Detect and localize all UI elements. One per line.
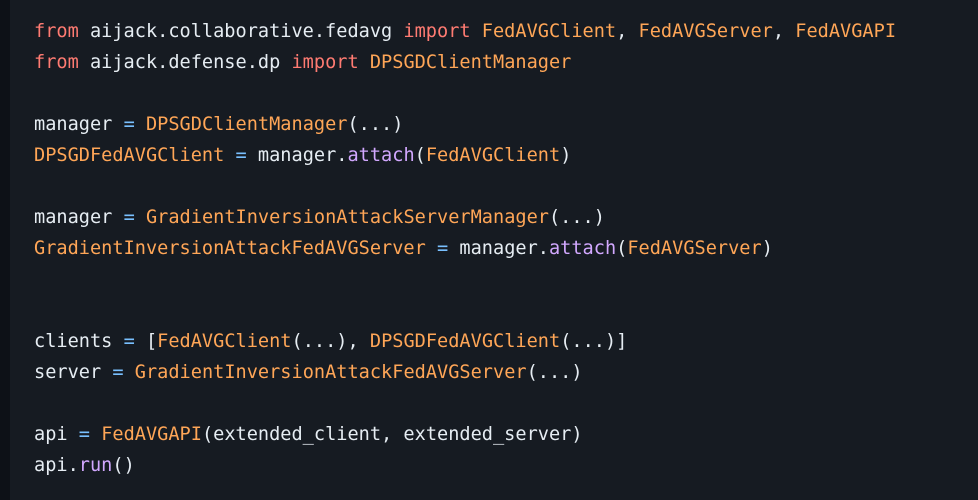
code-text	[135, 114, 146, 135]
code-function-call: attach	[548, 238, 617, 259]
code-text	[135, 207, 146, 228]
code-text	[124, 362, 135, 383]
code-keyword: import	[403, 21, 471, 42]
code-line-3	[34, 78, 978, 109]
code-text: (...),	[291, 331, 370, 352]
code-block[interactable]: from aijack.collaborative.fedavg import …	[10, 0, 978, 500]
code-text: ,	[772, 21, 796, 42]
code-class-name: FedAVGClient	[425, 145, 561, 166]
code-line-7: manager = GradientInversionAttackServerM…	[34, 202, 978, 233]
code-line-5: DPSGDFedAVGClient = manager.attach(FedAV…	[34, 140, 978, 171]
code-line-6	[34, 171, 978, 202]
code-class-name: DPSGDClientManager	[145, 114, 348, 135]
code-text: (extended_client, extended_server)	[201, 424, 583, 445]
code-text: api.	[34, 455, 79, 476]
code-operator: =	[123, 114, 135, 135]
code-line-13	[34, 388, 978, 419]
code-class-name: FedAVGClient	[157, 331, 292, 352]
code-text: (...)	[347, 114, 404, 135]
code-text: (	[616, 238, 628, 259]
code-class-name: FedAVGAPI	[795, 21, 897, 42]
code-operator: =	[112, 362, 124, 383]
code-class-name: FedAVGClient	[481, 21, 617, 42]
code-text	[471, 21, 482, 42]
code-text	[224, 145, 235, 166]
code-operator: =	[235, 145, 247, 166]
code-text: (...)	[548, 207, 605, 228]
code-text	[426, 238, 437, 259]
code-class-name: GradientInversionAttackFedAVGServer	[34, 238, 426, 259]
code-text: manager	[34, 207, 124, 228]
code-line-11: clients = [FedAVGClient(...), DPSGDFedAV…	[34, 326, 978, 357]
code-line-10	[34, 295, 978, 326]
code-text: aijack.collaborative.fedavg	[78, 21, 404, 42]
code-text: (	[414, 145, 426, 166]
code-class-name: FedAVGServer	[638, 21, 773, 42]
code-line-2: from aijack.defense.dp import DPSGDClien…	[34, 47, 978, 78]
code-text: ,	[616, 21, 639, 42]
code-text: aijack.defense.dp	[78, 52, 292, 73]
code-class-name: DPSGDFedAVGClient	[34, 145, 225, 166]
code-line-15: api.run()	[34, 450, 978, 481]
code-text: )	[761, 238, 773, 259]
code-class-name: GradientInversionAttackServerManager	[145, 207, 549, 228]
code-text: manager.	[246, 145, 348, 166]
code-text: (...)]	[560, 331, 628, 352]
code-text: api	[34, 424, 79, 445]
code-text	[359, 52, 370, 73]
code-function-call: attach	[347, 145, 415, 166]
code-keyword: from	[34, 21, 79, 42]
code-text: (...)	[526, 362, 583, 383]
code-keyword: import	[291, 52, 359, 73]
code-text: manager.	[448, 238, 549, 259]
code-text: ()	[112, 455, 135, 476]
code-text: server	[34, 362, 113, 383]
code-class-name: DPSGDClientManager	[369, 52, 572, 73]
code-line-14: api = FedAVGAPI(extended_client, extende…	[34, 419, 978, 450]
code-line-1: from aijack.collaborative.fedavg import …	[34, 16, 978, 47]
code-line-4: manager = DPSGDClientManager(...)	[34, 109, 978, 140]
code-class-name: GradientInversionAttackFedAVGServer	[134, 362, 527, 383]
code-text: manager	[34, 114, 124, 135]
code-text: clients	[34, 331, 124, 352]
code-class-name: FedAVGAPI	[101, 424, 202, 445]
code-text: [	[134, 331, 158, 352]
code-operator: =	[437, 238, 449, 259]
code-text: )	[560, 145, 572, 166]
code-class-name: FedAVGServer	[627, 238, 762, 259]
code-operator: =	[123, 331, 135, 352]
code-class-name: DPSGDFedAVGClient	[369, 331, 561, 352]
code-line-9	[34, 264, 978, 295]
code-line-12: server = GradientInversionAttackFedAVGSe…	[34, 357, 978, 388]
code-keyword: from	[34, 52, 79, 73]
code-function-call: run	[78, 455, 113, 476]
code-operator: =	[78, 424, 90, 445]
code-text	[90, 424, 101, 445]
code-operator: =	[123, 207, 135, 228]
code-listing[interactable]: from aijack.collaborative.fedavg import …	[34, 16, 978, 481]
code-line-8: GradientInversionAttackFedAVGServer = ma…	[34, 233, 978, 264]
